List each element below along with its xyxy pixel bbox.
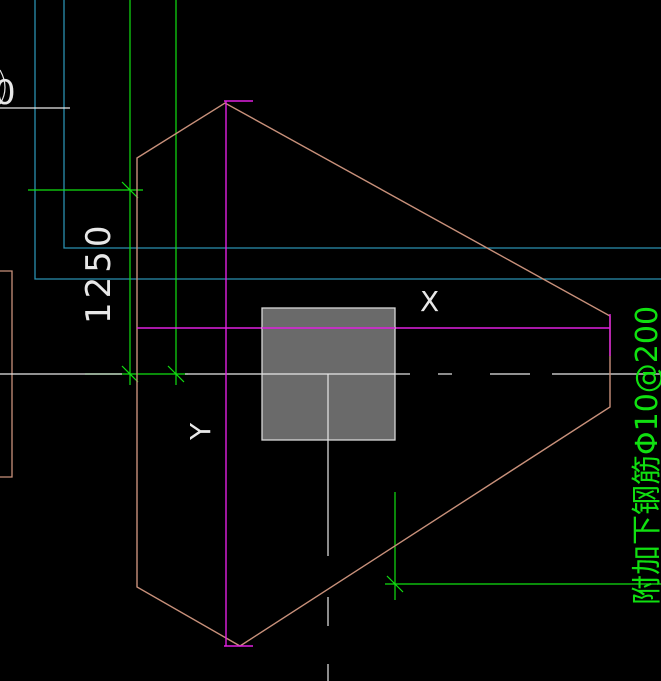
y-axis-label: Y — [184, 422, 217, 441]
cyan-line-outer — [34, 0, 661, 280]
left-fragment — [0, 69, 70, 109]
rebar-note-label[interactable]: 附加下钢筋Φ10@200 — [630, 306, 661, 605]
x-axis-label: X — [420, 285, 439, 318]
green-tick-3 — [167, 365, 185, 383]
pile-cap-outline — [136, 102, 611, 647]
cyan-grid-lines — [34, 0, 661, 280]
green-tick-1 — [121, 181, 139, 199]
left-fragment-label: 0 — [0, 73, 16, 113]
green-tick-4 — [386, 575, 404, 593]
dimension-label[interactable]: 1250 — [79, 221, 119, 324]
left-fragment-arc — [0, 69, 6, 105]
cyan-line-inner — [63, 0, 661, 249]
green-tick-2 — [121, 365, 139, 383]
